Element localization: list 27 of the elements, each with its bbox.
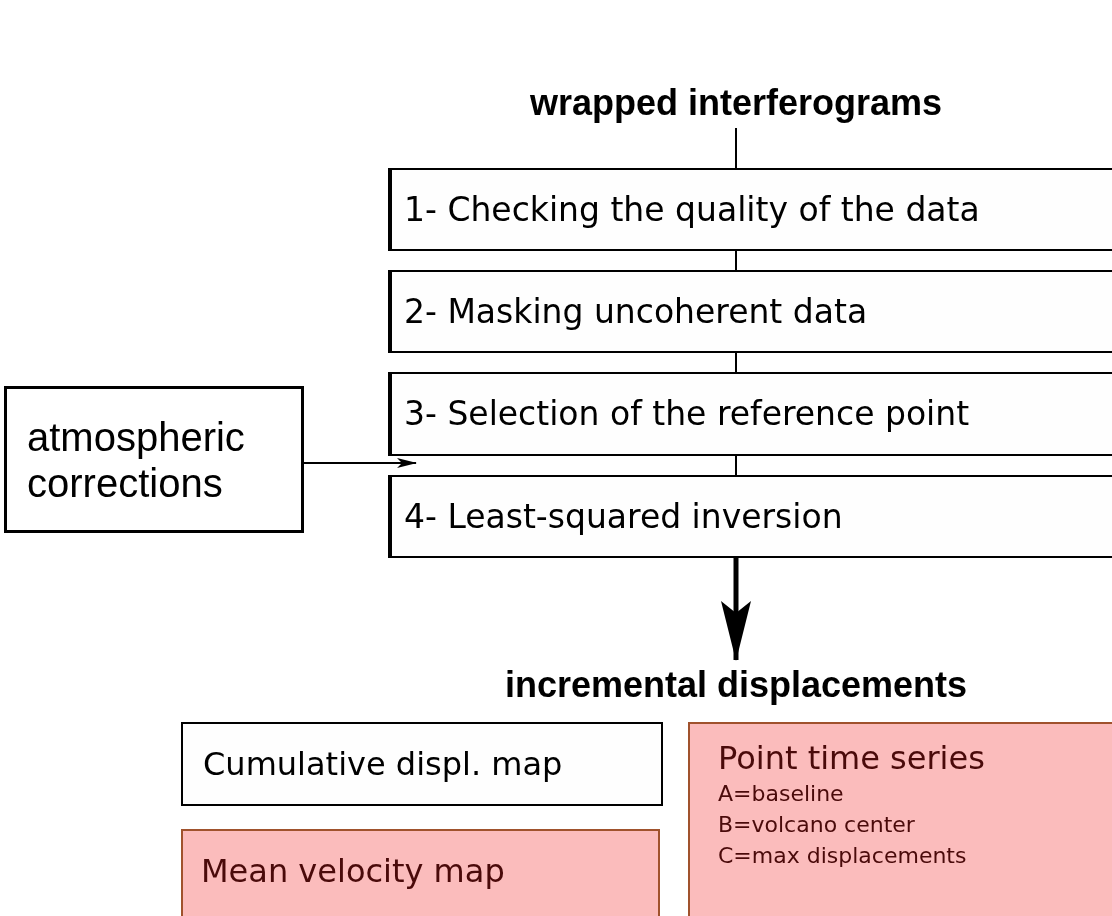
box-text: 3- Selection of the reference point	[404, 393, 970, 436]
heading-text: incremental displacements	[504, 663, 968, 707]
box-text: Mean velocity map	[201, 851, 505, 892]
process-box	[181, 722, 663, 806]
process-box	[388, 270, 1112, 353]
box-text: B=volcano center	[718, 811, 915, 839]
process-box	[388, 372, 1112, 456]
process-box	[388, 475, 1112, 558]
box-text: 4- Least-squared inversion	[404, 495, 843, 538]
process-box	[181, 829, 660, 916]
connector-line	[735, 455, 737, 476]
connector-line	[735, 250, 737, 271]
box-text: C=max displacements	[718, 842, 967, 870]
box-text: 1- Checking the quality of the data	[404, 188, 980, 231]
box-text: A=baseline	[718, 780, 844, 808]
process-box	[688, 722, 1112, 916]
arrow	[303, 458, 417, 468]
box-text: Cumulative displ. map	[203, 744, 563, 785]
box-text: atmospheric corrections	[27, 413, 246, 506]
process-box	[388, 168, 1112, 251]
heading-text: wrapped interferograms	[529, 81, 943, 125]
box-heading: Point time series	[718, 738, 985, 778]
arrow	[721, 558, 751, 661]
connector-line	[735, 352, 737, 373]
process-box	[4, 386, 304, 533]
connector-line	[735, 127, 737, 169]
box-text: 2- Masking uncoherent data	[404, 290, 868, 333]
